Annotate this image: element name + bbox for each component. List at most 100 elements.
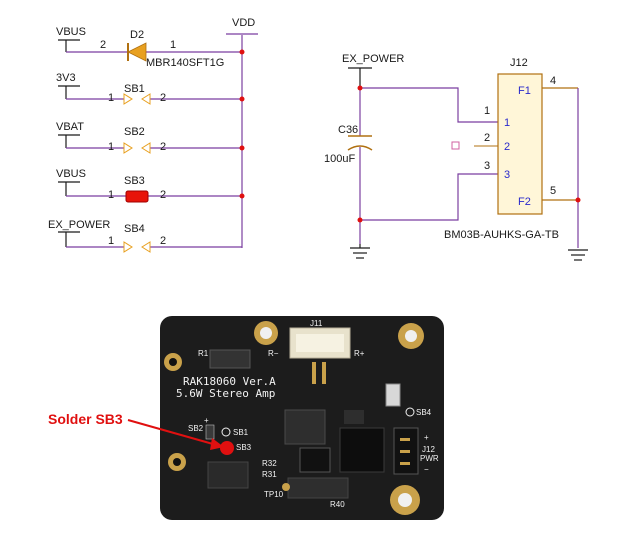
part: MBR140SFT1G — [146, 57, 224, 69]
ref: SB2 — [124, 126, 145, 138]
r1-label: R1 — [198, 349, 209, 358]
net-label: VBUS — [56, 26, 86, 38]
mounting-hole-icon — [164, 353, 182, 371]
ref: SB3 — [124, 175, 145, 187]
sb4-pad-marker — [405, 407, 415, 417]
pin-num: 1 — [484, 105, 490, 117]
solder-bridge-pad-icon — [123, 93, 133, 105]
pin-name: 1 — [504, 117, 510, 129]
cap-ref: C36 — [338, 124, 358, 136]
capacitor-component — [385, 383, 401, 407]
mounting-hole-icon — [254, 321, 278, 345]
mounting-hole-icon — [168, 453, 186, 471]
junction-dot — [239, 49, 245, 55]
r-minus-label: R− — [268, 349, 279, 358]
board-title-line1: RAK18060 Ver.A — [183, 375, 276, 388]
board-title-line2: 5.6W Stereo Amp — [176, 387, 275, 400]
solder-bridge-pad-icon — [123, 142, 133, 154]
row-sb3: VBUS 1 2 SB3 — [56, 168, 245, 203]
sb3-label: SB3 — [236, 443, 252, 452]
sb4-label: SB4 — [416, 408, 432, 417]
pin-num: 5 — [550, 185, 556, 197]
pin-num: 2 — [484, 132, 490, 144]
pin-left: 1 — [108, 92, 114, 104]
row-d2: VBUS 2 1 D2 MBR140SFT1G — [56, 26, 245, 69]
connector-pin — [400, 462, 410, 465]
connector-pin — [312, 362, 316, 384]
net-label: 3V3 — [56, 72, 76, 84]
component-cluster — [284, 409, 326, 445]
wire — [360, 87, 498, 123]
row-sb1: 3V3 1 2 SB1 — [56, 72, 245, 105]
schematic-left: VDD VBUS 2 1 D2 MBR140SFT1G 3V3 1 — [48, 17, 258, 253]
net-label: EX_POWER — [48, 219, 110, 231]
ground-icon — [350, 244, 370, 259]
arrow-head-icon — [210, 438, 224, 450]
ref: D2 — [130, 29, 144, 41]
r31-label: R31 — [262, 470, 277, 479]
pwr-label: PWR — [420, 454, 439, 463]
component-cluster — [207, 461, 249, 489]
sb1-label: SB1 — [233, 428, 249, 437]
r32-label: R32 — [262, 459, 277, 468]
solder-bridge-pad-icon — [141, 241, 151, 253]
pin-right: 2 — [160, 92, 166, 104]
net-label: EX_POWER — [342, 53, 404, 65]
inductor — [339, 427, 385, 473]
r40-label: R40 — [330, 500, 345, 509]
junction-dot — [239, 193, 245, 199]
junction-dot — [575, 197, 581, 203]
ref: SB1 — [124, 83, 145, 95]
junction-dot — [357, 217, 363, 223]
ground-icon — [568, 249, 588, 261]
solder-bridge-pad-icon — [141, 142, 151, 154]
pin-right: 2 — [160, 141, 166, 153]
connector-pin — [322, 362, 326, 384]
connector-pin — [400, 438, 410, 441]
resistor-array — [209, 349, 251, 369]
row-sb2: VBAT 1 2 SB2 — [56, 121, 245, 154]
j11-connector-cavity — [296, 334, 344, 352]
sb2-label: SB2 — [188, 424, 204, 433]
j12-minus: − — [424, 465, 429, 474]
board-plus: + — [204, 416, 209, 425]
j12-plus: + — [424, 433, 429, 442]
j11-label: J11 — [310, 319, 323, 328]
pin-left: 1 — [108, 189, 114, 201]
sb3-highlight-dot — [220, 441, 234, 455]
pin-left: 1 — [108, 235, 114, 247]
callout-arrow-line — [127, 419, 221, 447]
pin-left: 2 — [100, 39, 106, 51]
pin-name: 3 — [504, 169, 510, 181]
j12-label: J12 — [422, 445, 435, 454]
callout: Solder SB3 — [48, 411, 224, 450]
vdd-label: VDD — [232, 17, 255, 29]
diode-icon — [127, 42, 147, 62]
r-plus-label: R+ — [354, 349, 365, 358]
junction-dot — [357, 85, 363, 91]
sb1-pad-marker — [221, 427, 231, 437]
board-photo: J11 R− R+ R1 RAK18060 Ver.A 5.6W Stereo … — [160, 316, 444, 520]
schematic-right: EX_POWER C36 100uF J12 BM03B-AUHKS-GA-TB… — [324, 53, 588, 261]
pin-name: F2 — [518, 196, 531, 208]
pin-name: F1 — [518, 85, 531, 97]
junction-dot — [239, 145, 245, 151]
ic-chip — [299, 447, 331, 473]
pin-num: 4 — [550, 75, 556, 87]
row-sb4: EX_POWER 1 2 SB4 — [48, 219, 242, 253]
net-label: VBAT — [56, 121, 84, 133]
mounting-hole-icon — [398, 323, 424, 349]
component — [344, 410, 364, 424]
component-row — [287, 477, 349, 499]
junction-dot — [239, 96, 245, 102]
soldered-bridge-icon — [125, 190, 149, 203]
callout-text: Solder SB3 — [48, 411, 123, 427]
pin-left: 1 — [108, 141, 114, 153]
connector-body — [497, 73, 543, 215]
ref: SB4 — [124, 223, 145, 235]
capacitor-plate-icon — [347, 145, 373, 151]
mounting-hole-icon — [390, 485, 420, 515]
pin-right: 1 — [170, 39, 176, 51]
test-point — [282, 483, 290, 491]
